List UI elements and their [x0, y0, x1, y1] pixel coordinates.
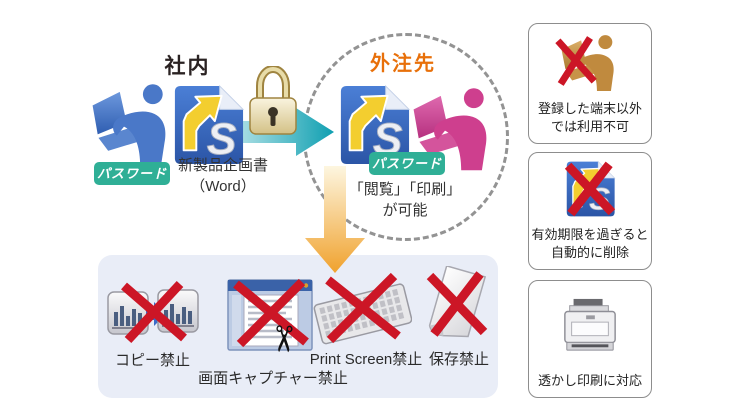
feature-watermark-print: 透かし印刷に対応 [528, 280, 652, 398]
feature-device-restriction: 登録した端末以外 では利用不可 [528, 23, 652, 144]
document-caption: 新製品企画書 （Word） [163, 155, 283, 197]
save-prohibited-label: 保存禁止 [428, 351, 489, 368]
internal-document-icon: S [174, 84, 245, 165]
permissions-line1: 「閲覧」「印刷」 [348, 181, 462, 198]
ts-logo-letter: S [207, 114, 237, 164]
password-badge-external: パスワード [369, 152, 445, 175]
feature-watermark-print-text: 透かし印刷に対応 [537, 373, 642, 388]
lock-icon [249, 66, 297, 135]
external-title: 外注先 [370, 53, 436, 75]
restriction-arrow-icon [305, 166, 365, 273]
password-badge-internal: パスワード [94, 162, 170, 185]
feature-auto-delete: S 有効期限を過ぎると 自動的に削除 [528, 152, 652, 270]
printer-icon [564, 298, 616, 351]
document-name: 新製品企画書 [177, 157, 268, 174]
screen-capture-prohibited-label: 画面キャプチャー禁止 [198, 370, 348, 387]
internal-title: 社内 [164, 55, 211, 78]
document-format: （Word） [190, 178, 256, 195]
copy-prohibited-label: コピー禁止 [114, 352, 190, 369]
feature-auto-delete-text: 有効期限を過ぎると 自動的に削除 [531, 227, 649, 260]
permissions-text: 「閲覧」「印刷」 が可能 [330, 179, 480, 221]
permissions-line2: が可能 [382, 202, 428, 219]
print-screen-prohibited-icon [313, 272, 412, 345]
internal-user-laptop-icon [90, 84, 166, 167]
scissors-icon: ✂ [262, 323, 305, 355]
screen-capture-prohibited-icon [227, 278, 313, 351]
save-prohibited-icon [426, 266, 488, 338]
external-user-laptop-icon [411, 88, 487, 171]
print-screen-prohibited-label: Print Screen禁止 [309, 351, 423, 368]
auto-delete-icon: S [564, 160, 616, 217]
device-restriction-icon [555, 35, 614, 91]
feature-device-restriction-text: 登録した端末以外 では利用不可 [537, 101, 642, 134]
copy-prohibited-icon [107, 280, 199, 344]
